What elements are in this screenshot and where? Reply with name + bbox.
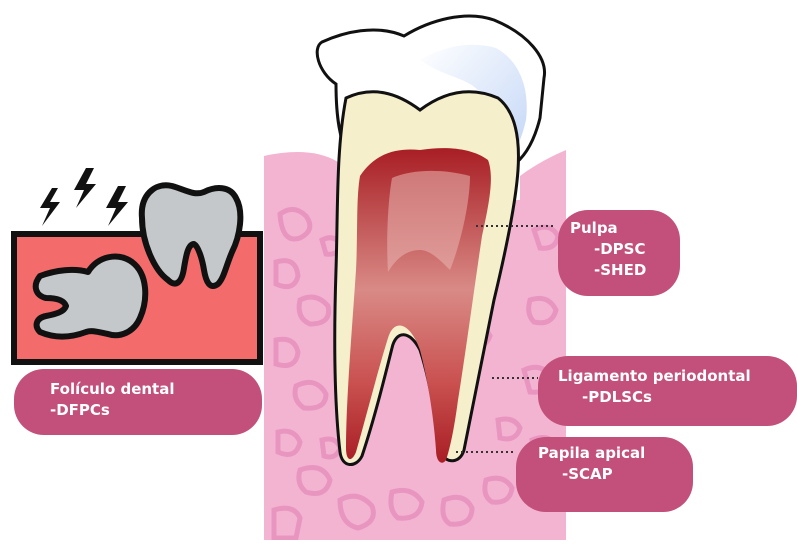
dental-follicle-cells: -DFPCs bbox=[50, 400, 262, 421]
dental-follicle-title: Folículo dental bbox=[50, 379, 262, 400]
apical-papilla-cells: -SCAP bbox=[538, 464, 693, 485]
pain-lightning-icon bbox=[40, 168, 128, 226]
periodontal-ligament-cells: -PDLSCs bbox=[558, 387, 797, 408]
apical-papilla-title: Papila apical bbox=[538, 443, 693, 464]
pulp-label: Pulpa -DPSC -SHED bbox=[558, 210, 680, 296]
apical-papilla-label: Papila apical -SCAP bbox=[516, 437, 693, 512]
pulp-cells-shed: -SHED bbox=[570, 260, 680, 281]
periodontal-ligament-title: Ligamento periodontal bbox=[558, 366, 797, 387]
pulp-cells-dpsc: -DPSC bbox=[570, 239, 680, 260]
dental-follicle-label: Folículo dental -DFPCs bbox=[14, 369, 262, 435]
periodontal-ligament-label: Ligamento periodontal -PDLSCs bbox=[538, 356, 797, 426]
pulp-title: Pulpa bbox=[570, 218, 680, 239]
